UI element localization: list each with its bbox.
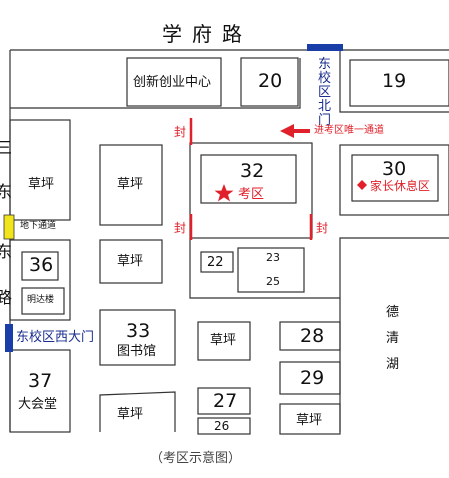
- lake-char-3: 湖: [386, 357, 400, 372]
- block-lawn-3: [99, 239, 163, 284]
- lawn-label-2: 草坪: [117, 177, 144, 192]
- building-30: 30: [382, 158, 407, 180]
- building-27: 27: [213, 390, 238, 412]
- building-20: 20: [258, 70, 283, 92]
- mingda-label: 明达楼: [27, 295, 55, 305]
- block-19-outer: [339, 50, 449, 113]
- west-gate-label: 东校区西大门: [16, 330, 95, 345]
- seal-label-west: 封: [174, 221, 187, 235]
- exam-south-wall: [189, 237, 449, 299]
- block-36-outer: [9, 239, 71, 321]
- lawn-label-4: 草坪: [210, 333, 237, 348]
- left-road-char-2: 东: [0, 182, 13, 201]
- building-26: 26: [214, 419, 230, 433]
- lawn-label-6: 草坪: [296, 413, 323, 428]
- block-27: [197, 387, 251, 415]
- entry-arrow: [280, 124, 310, 138]
- diamond-icon: [357, 180, 367, 190]
- seal-label-east: 封: [316, 221, 329, 235]
- building-22: 22: [207, 255, 224, 270]
- left-road-char-1: 三: [0, 138, 13, 157]
- north-gate-char-3: 区: [318, 85, 332, 100]
- library-label: 图书馆: [117, 344, 157, 359]
- block-23-25: [237, 247, 305, 293]
- block-37: [9, 349, 71, 433]
- seal-label-north: 封: [174, 125, 187, 139]
- west-gate-bar: [5, 324, 13, 352]
- block-lawn-5: [99, 391, 176, 432]
- building-29: 29: [300, 367, 325, 389]
- road-label-top: 学府路: [162, 22, 252, 46]
- parent-area-label: 家长休息区: [370, 179, 431, 193]
- block-north-wall: [10, 58, 301, 109]
- north-gate-char-1: 东: [318, 57, 332, 72]
- exam-zone: [189, 142, 313, 239]
- block-30-outer: [339, 144, 449, 216]
- lake-char-1: 德: [386, 305, 400, 320]
- entry-note: 进考区唯一通道: [314, 125, 384, 136]
- block-mingda: [21, 287, 65, 315]
- block-innovation: [126, 57, 222, 107]
- north-gate-char-2: 校: [318, 71, 332, 86]
- star-icon: [214, 184, 234, 202]
- north-gate-char-4: 北: [318, 99, 332, 114]
- lawn-label-5: 草坪: [117, 407, 144, 422]
- building-innovation: 创新创业中心: [133, 75, 212, 90]
- block-22: [200, 251, 234, 273]
- block-19: [349, 59, 449, 107]
- block-lawn-6: [279, 403, 341, 435]
- building-28: 28: [300, 325, 325, 347]
- auditorium-label: 大会堂: [18, 397, 58, 412]
- block-33: [99, 309, 176, 366]
- block-26: [197, 417, 251, 435]
- lawn-label-1: 草坪: [28, 177, 55, 192]
- building-25: 25: [266, 275, 280, 288]
- exam-area-label: 考区: [238, 187, 265, 202]
- left-road-char-3: 东: [0, 242, 13, 261]
- block-36: [21, 251, 59, 281]
- lawn-label-3: 草坪: [117, 254, 144, 269]
- building-23: 23: [266, 251, 280, 264]
- building-33: 33: [126, 320, 151, 342]
- building-32: 32: [240, 160, 265, 182]
- building-19: 19: [382, 70, 407, 92]
- block-lawn-2: [99, 144, 163, 226]
- block-lawn-left: [9, 119, 71, 221]
- block-20: [240, 57, 299, 107]
- building-37: 37: [28, 370, 53, 392]
- underpass-label: 地下通道: [20, 221, 57, 231]
- underpass-bar: [3, 214, 15, 240]
- block-lawn-4: [197, 321, 251, 361]
- north-gate-bar: [307, 44, 343, 51]
- left-road-char-4: 路: [0, 288, 13, 307]
- building-36: 36: [29, 254, 54, 276]
- block-30: [351, 154, 439, 202]
- north-gate-char-5: 门: [318, 113, 332, 128]
- block-32: [200, 154, 297, 204]
- lake-char-2: 清: [386, 331, 400, 346]
- map-caption: （考区示意图）: [150, 451, 242, 466]
